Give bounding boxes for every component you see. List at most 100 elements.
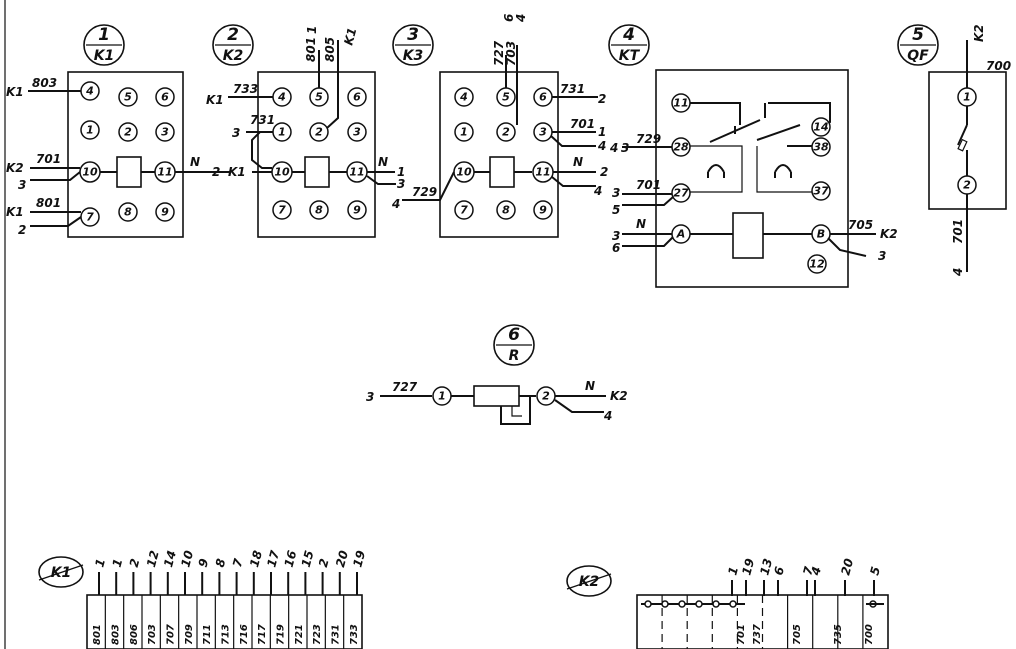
strip-jumper-terminal <box>644 600 652 608</box>
svg-text:1: 1 <box>460 126 468 139</box>
wire-label: K1 <box>206 93 224 107</box>
strip-jumper-terminal <box>729 600 737 608</box>
strip-cell-label: 705 <box>792 624 803 645</box>
terminal: 8 <box>118 202 138 222</box>
terminal: 9 <box>347 200 367 220</box>
svg-text:5: 5 <box>124 91 132 104</box>
strip-cell-label: 806 <box>129 624 140 645</box>
device-num: 5 <box>912 25 924 45</box>
svg-text:14: 14 <box>813 121 828 134</box>
strip-wire-label: 2 <box>127 557 143 569</box>
terminal: 3 <box>155 122 175 142</box>
wire-label: K2 <box>610 389 628 403</box>
svg-text:1: 1 <box>963 91 971 104</box>
terminal: 3 <box>533 122 553 142</box>
wire-label: 729 <box>412 185 437 199</box>
svg-text:28: 28 <box>673 141 689 154</box>
svg-text:7: 7 <box>86 211 94 224</box>
svg-text:11: 11 <box>535 166 550 179</box>
device-k3: 3 K3 4 5 6 1 2 3 10 11 7 8 9 727 703 6 4… <box>391 14 608 238</box>
device-r: 6 R 3 727 1 2 N K2 4 <box>366 324 628 425</box>
strip-cell-label: 707 <box>166 624 177 645</box>
terminal: 3 <box>347 122 367 142</box>
device-code: KT <box>619 48 641 64</box>
svg-text:9: 9 <box>161 206 169 219</box>
svg-text:5: 5 <box>315 91 323 104</box>
svg-text:11: 11 <box>349 166 364 179</box>
wire-label: 2 <box>18 223 26 237</box>
wire-label: 701 <box>570 117 595 131</box>
wire-label: 4 <box>609 141 618 155</box>
wire-label: 4 <box>514 14 528 23</box>
device-k1: 1 K1 4 5 6 1 2 3 10 11 7 8 9 K1 803 K2 7… <box>6 24 230 238</box>
svg-text:2: 2 <box>315 126 323 139</box>
terminal: 4 <box>272 87 292 107</box>
wire-label: N <box>573 155 583 169</box>
wire-label: K2 <box>880 227 898 241</box>
svg-text:1: 1 <box>278 126 286 139</box>
terminal: 10 <box>271 161 293 183</box>
terminal: A <box>671 224 691 244</box>
strip-wire-label: 14 <box>161 549 179 569</box>
terminal: 5 <box>309 87 329 107</box>
wire-label: 1 <box>397 165 405 179</box>
strip-cell-label: 716 <box>239 624 250 645</box>
svg-text:6: 6 <box>353 91 361 104</box>
wire-label: 3 <box>878 249 886 263</box>
terminal: 11 <box>346 161 368 183</box>
wire-label: 701 <box>36 152 61 166</box>
strip-wire-label: 2 <box>316 557 332 569</box>
wire-label: N <box>636 217 646 231</box>
wire-label: 2 <box>212 165 220 179</box>
wire-label: 805 <box>323 37 337 62</box>
wire-label: 1 <box>598 125 606 139</box>
terminal: 1 <box>454 122 474 142</box>
wire-label: 4 <box>951 268 965 277</box>
svg-text:5: 5 <box>502 91 510 104</box>
wire-label: 731 <box>560 82 585 96</box>
svg-text:10: 10 <box>82 166 98 179</box>
svg-text:10: 10 <box>274 166 290 179</box>
wire-label: 801 <box>304 37 318 62</box>
svg-text:4: 4 <box>85 85 94 98</box>
coil <box>116 156 142 188</box>
terminal: 4 <box>80 81 100 101</box>
terminal: 6 <box>155 87 175 107</box>
svg-text:12: 12 <box>809 258 825 271</box>
svg-text:8: 8 <box>315 204 323 217</box>
timer-body <box>655 69 849 288</box>
strip-jumper-terminal <box>712 600 720 608</box>
coil <box>304 156 330 188</box>
wire-label: N <box>585 379 595 393</box>
wire-label: 727 <box>492 40 506 66</box>
wire-label: K2 <box>6 161 24 175</box>
svg-text:3: 3 <box>161 126 169 139</box>
terminal: 8 <box>309 200 329 220</box>
strip-label: K2 <box>579 574 600 590</box>
wire-label: K2 <box>972 24 986 42</box>
strip-wire-label: 19 <box>739 557 757 577</box>
strip-cell-label: 713 <box>221 624 232 645</box>
device-code: QF <box>907 48 929 64</box>
terminal: 7 <box>454 200 474 220</box>
wire-label: 3 <box>612 186 620 200</box>
wire-label: 4 <box>391 197 400 211</box>
strip-cell-label: 803 <box>111 624 122 645</box>
device-kt: 4 KT 11 14 28 38 27 37 A B 12 7 <box>608 24 898 288</box>
terminal: 7 <box>80 207 100 227</box>
terminal: 11 <box>532 161 554 183</box>
terminal: 27 <box>671 183 691 203</box>
wire-label: 701 <box>636 178 661 192</box>
wire-label: 2 <box>600 165 608 179</box>
device-code: K1 <box>94 48 115 64</box>
svg-text:8: 8 <box>124 206 132 219</box>
terminal: 2 <box>536 386 556 406</box>
svg-text:27: 27 <box>673 187 689 200</box>
wire-label: 727 <box>392 380 418 394</box>
wire-label: 6 <box>502 14 516 22</box>
strip-label: K1 <box>51 565 72 581</box>
strip-wire-label: 8 <box>213 557 229 569</box>
strip-wire-label: 1 <box>725 565 741 577</box>
device-num: 6 <box>508 325 520 345</box>
terminal: 11 <box>154 161 176 183</box>
